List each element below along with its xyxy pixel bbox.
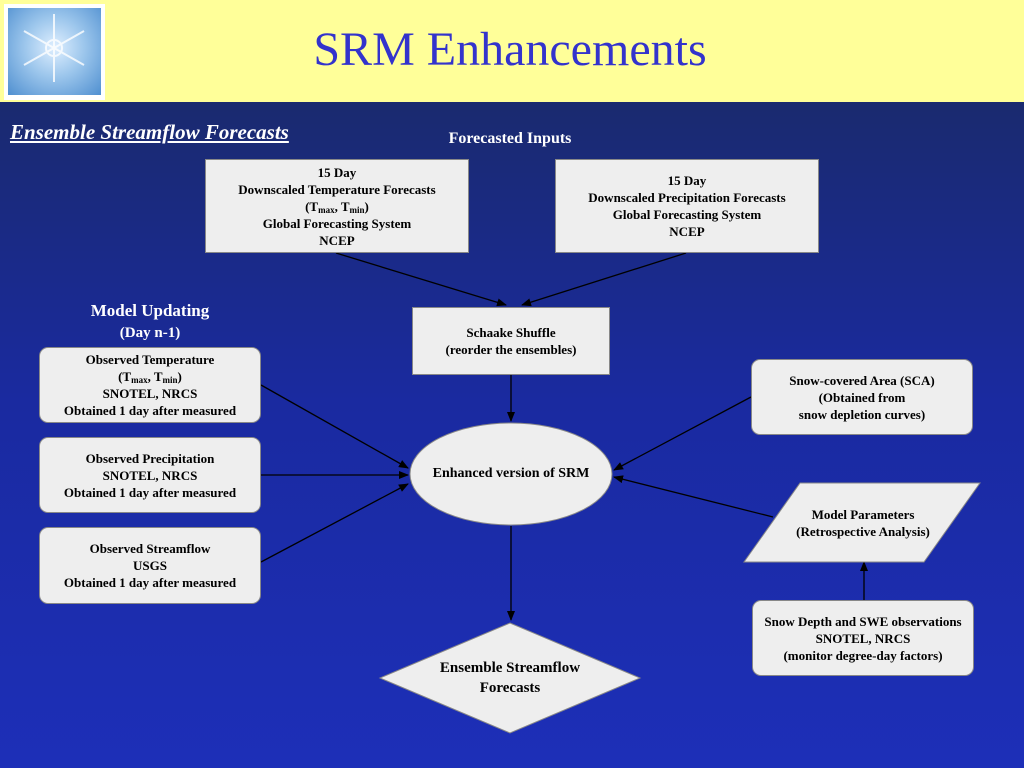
t-open: (T	[305, 198, 319, 214]
temp-forecast-line2: Downscaled Temperature Forecasts	[238, 181, 436, 197]
t-sep: , T	[147, 369, 163, 384]
params-line1: Model Parameters	[811, 506, 915, 522]
snow-depth-line2: SNOTEL, NRCS	[815, 630, 911, 646]
temp-forecast-vars: (Tmax, Tmin)	[305, 198, 369, 215]
arrow-temp-to-schaake	[335, 252, 507, 307]
obs-precip-line3: Obtained 1 day after measured	[63, 484, 237, 500]
t-close: )	[364, 198, 369, 214]
arrow-obsflow-to-srm	[260, 483, 409, 563]
obs-precip-line1: Observed Precipitation	[85, 450, 215, 466]
sca-line3: snow depletion curves)	[798, 406, 926, 422]
obs-flow-line2: USGS	[133, 558, 167, 573]
srm-label: Enhanced version of SRM	[410, 423, 612, 525]
output-line1: Ensemble Streamflow	[439, 660, 581, 676]
schaake-shuffle-box: Schaake Shuffle (reorder the ensembles)	[412, 307, 610, 375]
observed-streamflow-box: Observed Streamflow USGS Obtained 1 day …	[39, 527, 261, 604]
arrow-params-to-srm	[613, 475, 774, 518]
snow-covered-area-box: Snow-covered Area (SCA) (Obtained from s…	[751, 359, 973, 435]
params-parallelogram	[743, 482, 981, 563]
temp-forecast-line1: 15 Day	[317, 164, 357, 180]
logo	[4, 4, 105, 100]
model-updating-subtitle: (Day n-1)	[119, 325, 181, 341]
params-line2: (Retrospective Analysis)	[796, 523, 930, 539]
forecasted-inputs-label: Forecasted Inputs	[448, 130, 572, 147]
output-line2: Forecasts	[479, 680, 541, 696]
obs-precip-line2: SNOTEL, NRCS	[102, 467, 198, 483]
t-close: )	[177, 369, 182, 384]
snow-depth-box: Snow Depth and SWE observations SNOTEL, …	[752, 600, 974, 676]
page-title: SRM Enhancements	[313, 23, 707, 76]
snow-depth-line3: (monitor degree-day factors)	[783, 647, 943, 663]
arrow-sca-to-srm	[613, 396, 752, 471]
diagram-subtitle: Ensemble Streamflow Forecasts	[10, 120, 289, 144]
observed-temperature-box: Observed Temperature (Tmax, Tmin) SNOTEL…	[39, 347, 261, 423]
model-parameters-label: Model Parameters (Retrospective Analysis…	[770, 483, 956, 562]
sub-max: max	[318, 204, 335, 215]
precip-forecast-line4: NCEP	[669, 224, 705, 239]
output-diamond	[378, 622, 642, 734]
snowflake-icon	[8, 8, 101, 95]
arrow-obstemp-to-srm	[260, 384, 409, 469]
sub-min: min	[162, 375, 178, 385]
obs-temp-line4: Obtained 1 day after measured	[63, 403, 237, 418]
precip-forecast-line3: Global Forecasting System	[612, 207, 762, 222]
ensemble-output-label: Ensemble Streamflow Forecasts	[410, 645, 610, 711]
obs-flow-line3: Obtained 1 day after measured	[63, 575, 237, 590]
obs-temp-vars: (Tmax, Tmin)	[118, 368, 182, 385]
arrow-precip-to-schaake	[521, 252, 687, 307]
temp-forecast-line5: NCEP	[319, 232, 355, 248]
header-bar: SRM Enhancements	[0, 0, 1024, 102]
obs-temp-line1: Observed Temperature	[85, 352, 215, 367]
temp-forecast-line4: Global Forecasting System	[262, 215, 412, 231]
precipitation-forecast-box: 15 Day Downscaled Precipitation Forecast…	[555, 159, 819, 253]
sca-line2: (Obtained from	[818, 389, 906, 405]
schaake-line2: (reorder the ensembles)	[445, 342, 577, 357]
temperature-forecast-box: 15 Day Downscaled Temperature Forecasts …	[205, 159, 469, 253]
sub-max: max	[131, 375, 148, 385]
schaake-line1: Schaake Shuffle	[466, 325, 556, 340]
sca-line1: Snow-covered Area (SCA)	[789, 372, 935, 388]
snow-depth-line1: Snow Depth and SWE observations	[764, 613, 962, 629]
observed-precipitation-box: Observed Precipitation SNOTEL, NRCS Obta…	[39, 437, 261, 513]
t-open: (T	[118, 369, 132, 384]
srm-ellipse	[409, 422, 613, 526]
obs-flow-line1: Observed Streamflow	[89, 541, 211, 556]
t-sep: , T	[334, 198, 350, 214]
model-updating-title: Model Updating	[90, 301, 210, 320]
obs-temp-line3: SNOTEL, NRCS	[102, 386, 198, 401]
sub-min: min	[349, 204, 365, 215]
srm-label-text: Enhanced version of SRM	[432, 466, 590, 481]
precip-forecast-line2: Downscaled Precipitation Forecasts	[588, 190, 786, 205]
precip-forecast-line1: 15 Day	[667, 173, 707, 188]
model-updating-heading: Model Updating (Day n-1)	[60, 300, 240, 344]
